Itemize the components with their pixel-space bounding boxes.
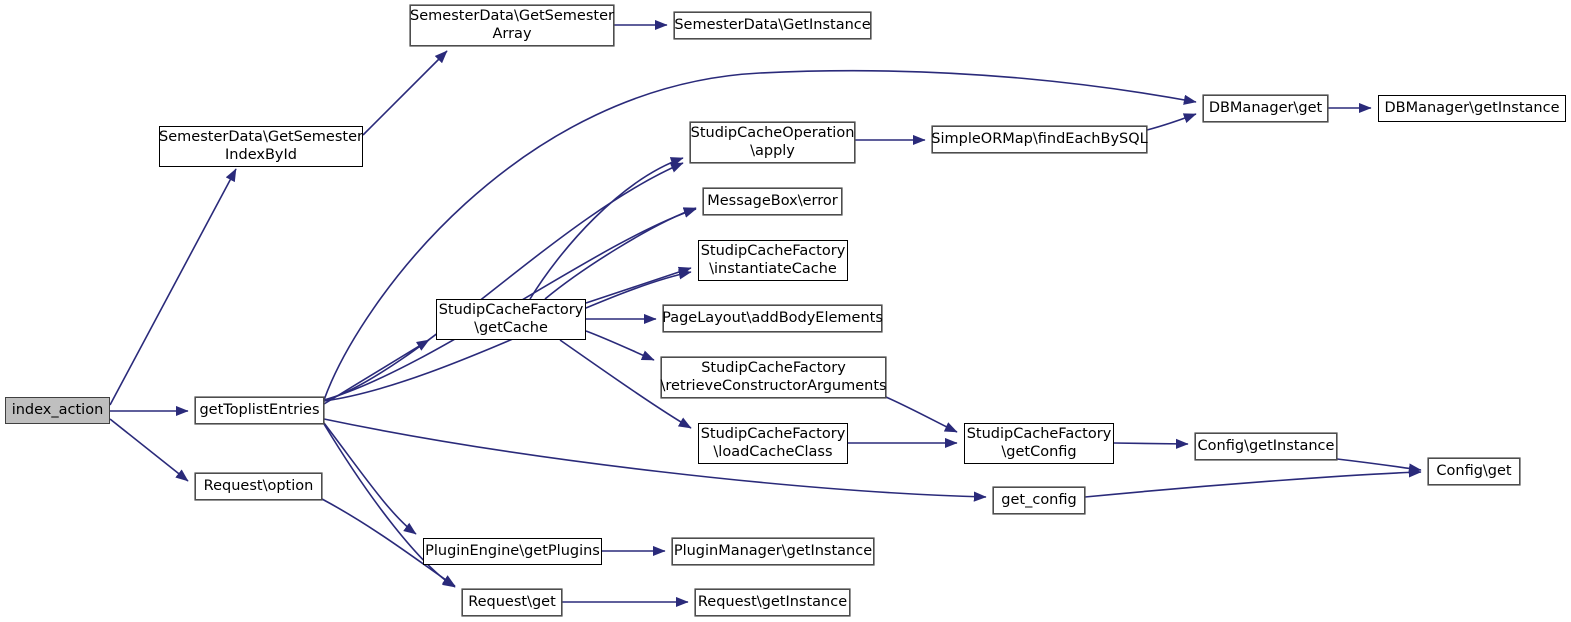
graph-node-cacheOperationApply[interactable]: StudipCacheOperation \apply xyxy=(690,122,855,163)
graph-node-findEachBySQL[interactable]: SimpleORMap\findEachBySQL xyxy=(931,126,1148,153)
graph-edge-getCache-to-retrieveCtorArgs xyxy=(585,330,655,361)
graph-node-instantiateCache[interactable]: StudipCacheFactory \instantiateCache xyxy=(698,240,848,281)
graph-node-getInstanceSemester[interactable]: SemesterData\GetInstance xyxy=(674,12,871,39)
graph-edge-getToplistEntries-to-getPlugins xyxy=(323,422,417,535)
graph-edge-getSemesterIndexById-to-getSemesterArray xyxy=(362,50,448,136)
graph-node-requestGetInstance[interactable]: Request\getInstance xyxy=(695,589,850,616)
graph-node-dbManagerGet[interactable]: DBManager\get xyxy=(1203,95,1328,122)
graph-node-index_action[interactable]: index_action xyxy=(5,397,110,424)
graph-node-getSemesterIndexById[interactable]: SemesterData\GetSemester IndexById xyxy=(159,126,363,167)
graph-node-addBodyElements[interactable]: PageLayout\addBodyElements xyxy=(662,305,883,332)
graph-node-getConfig[interactable]: StudipCacheFactory \getConfig xyxy=(964,423,1114,464)
graph-edge-getToplistEntries-to-cacheOperationApply xyxy=(323,162,684,402)
graph-node-requestGet[interactable]: Request\get xyxy=(462,589,562,616)
graph-node-loadCacheClass[interactable]: StudipCacheFactory \loadCacheClass xyxy=(698,423,848,464)
graph-edge-index_action-to-getSemesterIndexById xyxy=(109,168,237,406)
graph-node-configGet[interactable]: Config\get xyxy=(1428,458,1520,485)
graph-edge-getToplistEntries-to-getConfigFn xyxy=(323,418,987,502)
graph-edge-getCache-to-messageBoxError xyxy=(544,207,697,300)
graph-edge-findEachBySQL-to-dbManagerGet xyxy=(1146,113,1197,131)
graph-edge-retrieveCtorArgs-to-getConfig xyxy=(885,396,958,433)
graph-edge-getCache-to-instantiateCache xyxy=(585,266,692,304)
graph-edge-getToplistEntries-to-dbManagerGet xyxy=(323,69,1197,401)
graph-edge-getCache-to-cacheOperationApply xyxy=(529,157,684,300)
graph-node-getConfigFn[interactable]: get_config xyxy=(993,487,1085,514)
graph-node-getPlugins[interactable]: PluginEngine\getPlugins xyxy=(423,538,602,565)
graph-node-retrieveCtorArgs[interactable]: StudipCacheFactory \retrieveConstructorA… xyxy=(660,357,887,398)
graph-node-pluginManagerGetInst[interactable]: PluginManager\getInstance xyxy=(672,538,874,565)
graph-node-configGetInstance[interactable]: Config\getInstance xyxy=(1195,433,1337,460)
graph-node-getSemesterArray[interactable]: SemesterData\GetSemester Array xyxy=(410,5,614,46)
graph-edge-getConfig-to-configGetInstance xyxy=(1113,438,1189,449)
graph-node-messageBoxError[interactable]: MessageBox\error xyxy=(703,188,842,215)
graph-node-getCache[interactable]: StudipCacheFactory \getCache xyxy=(436,299,586,340)
graph-edge-configGetInstance-to-configGet xyxy=(1336,458,1422,474)
graph-node-getToplistEntries[interactable]: getToplistEntries xyxy=(195,397,324,424)
graph-edge-getToplistEntries-to-getCache xyxy=(323,339,430,405)
graph-edge-getConfigFn-to-configGet xyxy=(1084,467,1422,498)
graph-node-dbManagerGetInstance[interactable]: DBManager\getInstance xyxy=(1378,95,1566,122)
graph-edge-index_action-to-requestOption xyxy=(109,418,189,482)
graph-node-requestOption[interactable]: Request\option xyxy=(195,473,322,500)
